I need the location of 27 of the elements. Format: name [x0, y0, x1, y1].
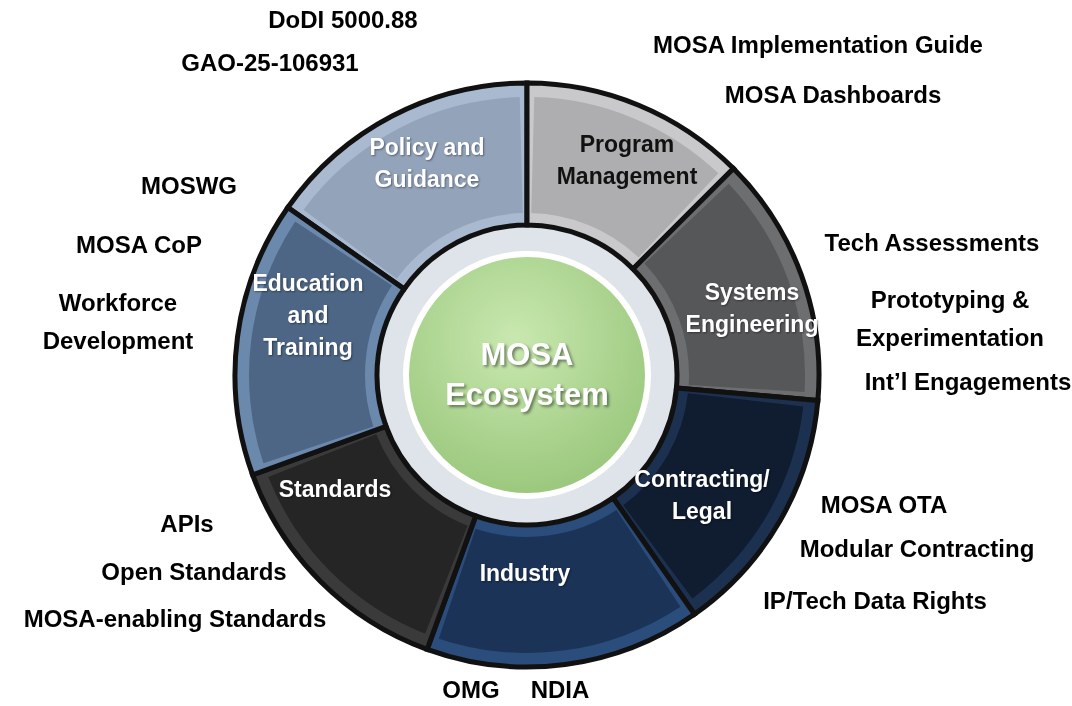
- note-text: IP/Tech Data Rights: [763, 586, 987, 616]
- segment-label: Industry: [478, 559, 572, 588]
- note-text: MOSWG: [141, 171, 237, 201]
- note-text: APIs: [160, 509, 214, 539]
- center-label: MOSA Ecosystem: [444, 336, 610, 414]
- segment-label: Program Management: [555, 130, 699, 191]
- segment-label: Contracting/ Legal: [633, 465, 771, 526]
- segment-label: Education and Training: [251, 269, 365, 362]
- segment-label: Policy and Guidance: [368, 133, 486, 194]
- note-text: Prototyping & Experimentation: [854, 285, 1045, 353]
- note-text: NDIA: [530, 675, 590, 705]
- note-text: MOSA-enabling Standards: [23, 604, 327, 634]
- note-text: MOSA Implementation Guide: [653, 30, 983, 60]
- note-text: DoDI 5000.88: [268, 5, 418, 35]
- note-text: GAO-25-106931: [181, 48, 359, 78]
- note-text: Workforce Development: [41, 288, 195, 356]
- note-text: MOSA Dashboards: [724, 80, 942, 110]
- segment-label: Standards: [277, 475, 393, 504]
- note-text: MOSA CoP: [76, 230, 202, 260]
- note-text: Modular Contracting: [799, 534, 1035, 564]
- note-text: Open Standards: [101, 557, 287, 587]
- note-text: Int’l Engagements: [864, 367, 1072, 397]
- ring-segment: [232, 204, 408, 478]
- note-text: Tech Assessments: [824, 228, 1040, 258]
- segment-label: Systems Engineering: [684, 278, 820, 339]
- note-text: MOSA OTA: [820, 490, 948, 520]
- note-text: OMG: [442, 675, 500, 705]
